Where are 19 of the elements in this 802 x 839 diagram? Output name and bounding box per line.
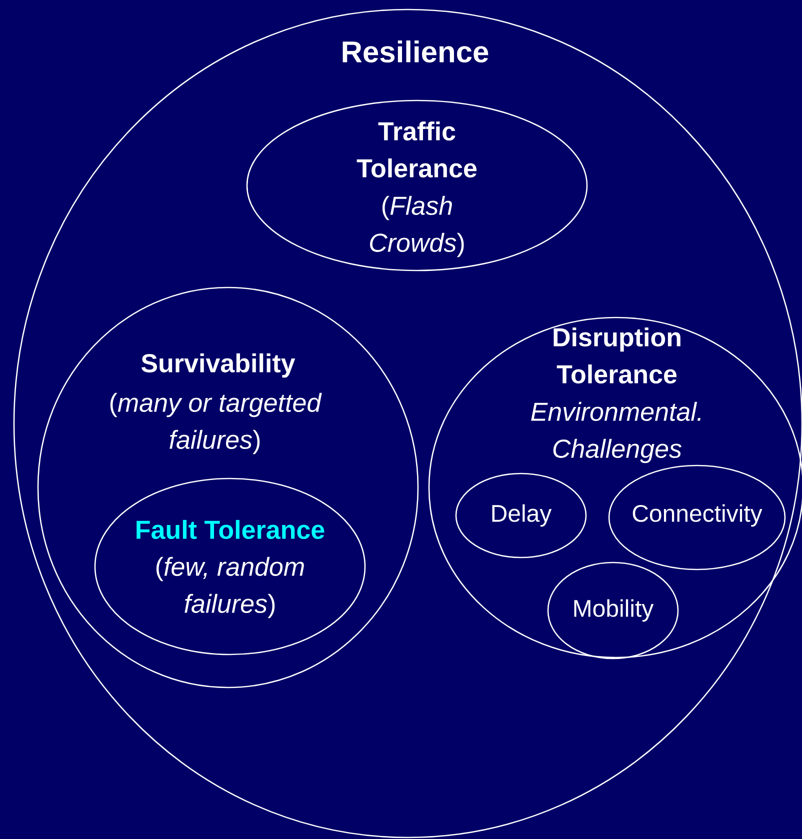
node-heading: Disruption Tolerance (554, 327, 680, 384)
node-description: Environmental. Challenges (531, 402, 700, 464)
node-description: (many or targetted failures) (110, 392, 322, 454)
node-heading: Traffic Tolerance (356, 121, 477, 178)
ellipse (455, 472, 587, 558)
ellipse (94, 478, 366, 656)
ellipse (13, 8, 802, 838)
ellipse (547, 562, 679, 660)
node-label: Mobility (574, 599, 654, 622)
node-heading: Fault Tolerance (136, 520, 324, 540)
ellipse (37, 286, 419, 688)
node-label: Connectivity (632, 504, 762, 527)
node-heading: Resilience (342, 40, 488, 63)
ellipse (608, 464, 786, 570)
node-heading: Survivability (141, 353, 296, 378)
node-description: (Flash Crowds) (370, 196, 464, 258)
ellipse (246, 100, 588, 272)
node-label: Delay (492, 504, 552, 527)
node-description: (few, random failures) (156, 556, 304, 618)
